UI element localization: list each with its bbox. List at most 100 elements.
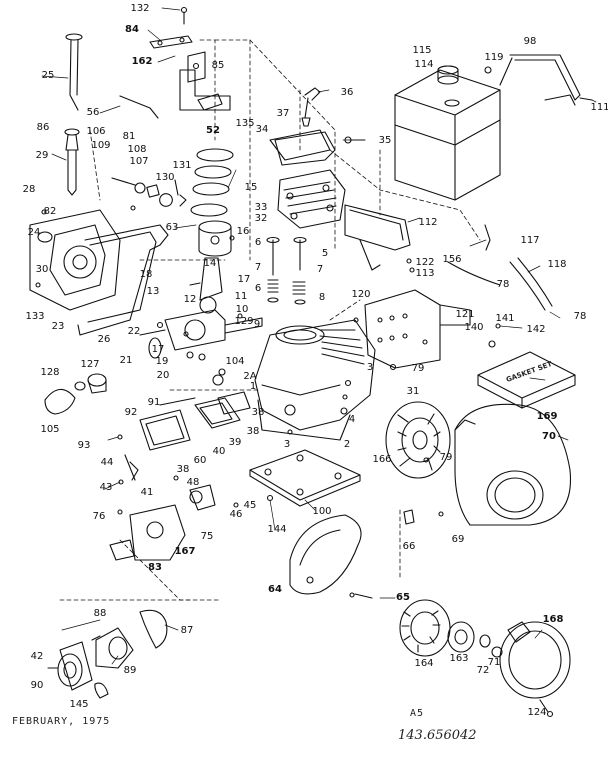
part-label-119: 119 [484, 52, 504, 63]
part-label-72: 72 [476, 665, 490, 676]
part-label-75: 75 [200, 531, 214, 542]
part-label-3b: 3 [283, 439, 291, 450]
part-label-91: 91 [147, 397, 161, 408]
part-label-14: 14 [203, 258, 217, 269]
part-label-13: 13 [146, 286, 160, 297]
part-label-36: 36 [340, 87, 354, 98]
part-label-127: 127 [80, 359, 100, 370]
part-label-164: 164 [414, 658, 434, 669]
part-label-166: 166 [372, 454, 392, 465]
part-label-63: 63 [165, 222, 179, 233]
connecting-rod [189, 257, 223, 314]
control-bracket-assembly [149, 6, 231, 111]
part-label-70: 70 [542, 431, 556, 442]
fuel-tank [394, 65, 501, 201]
part-label-88: 88 [93, 608, 107, 619]
crankcase-cover [29, 209, 169, 336]
part-label-145: 145 [69, 699, 89, 710]
part-label-104: 104 [225, 356, 245, 367]
part-label-162: 162 [131, 56, 153, 67]
part-label-98: 98 [523, 36, 537, 47]
part-label-38c: 38 [176, 464, 190, 475]
part-label-156: 156 [442, 254, 462, 265]
part-label-87: 87 [180, 625, 194, 636]
part-label-25: 25 [41, 70, 55, 81]
part-label-17a: 17 [237, 274, 251, 285]
part-label-83: 83 [148, 562, 162, 573]
part-label-10: 10 [235, 304, 249, 315]
part-label-144: 144 [267, 524, 287, 535]
part-label-34: 34 [255, 124, 269, 135]
housing-bracket [364, 289, 471, 369]
part-label-169: 169 [536, 411, 558, 422]
part-label-85: 85 [211, 60, 225, 71]
piston [198, 220, 232, 257]
part-label-82: 82 [43, 206, 57, 217]
part-label-71: 71 [487, 657, 501, 668]
part-label-69: 69 [451, 534, 465, 545]
part-label-1: 1 [249, 381, 257, 392]
part-label-106: 106 [86, 126, 106, 137]
gasket-set-box [477, 351, 576, 409]
part-label-76: 76 [92, 511, 106, 522]
part-label-115: 115 [412, 45, 432, 56]
part-label-84: 84 [125, 24, 139, 35]
part-label-78a: 78 [496, 279, 510, 290]
part-label-140: 140 [464, 322, 484, 333]
part-label-79a: 79 [411, 363, 425, 374]
part-label-31: 31 [406, 386, 420, 397]
part-label-90: 90 [30, 680, 44, 691]
part-label-44: 44 [100, 457, 114, 468]
part-label-133: 133 [25, 311, 45, 322]
part-label-120: 120 [351, 289, 371, 300]
footer-page-code: A5 [410, 708, 425, 719]
part-label-43: 43 [99, 482, 113, 493]
part-label-38a: 38 [251, 407, 265, 418]
assembly-dashed-lines [59, 39, 481, 601]
part-label-15: 15 [244, 182, 258, 193]
part-label-113: 113 [415, 268, 435, 279]
part-label-111: 111 [590, 102, 608, 113]
part-label-4: 4 [348, 414, 356, 425]
part-label-6: 6 [254, 237, 262, 248]
part-label-6b: 6 [254, 283, 262, 294]
part-label-118: 118 [547, 259, 567, 270]
part-label-60: 60 [193, 455, 207, 466]
part-label-28: 28 [22, 184, 36, 195]
part-label-122: 122 [415, 257, 435, 268]
part-label-9: 9 [253, 319, 261, 330]
part-label-7a: 7 [254, 262, 262, 273]
part-label-38b: 38 [246, 426, 260, 437]
part-label-17b: 17 [151, 344, 165, 355]
part-label-3: 3 [366, 362, 374, 373]
part-label-131: 131 [172, 160, 192, 171]
part-label-40: 40 [212, 446, 226, 457]
part-label-129: 129 [234, 316, 254, 327]
part-label-41: 41 [140, 487, 154, 498]
part-label-128: 128 [40, 367, 60, 378]
part-label-19: 19 [155, 356, 169, 367]
part-label-42: 42 [30, 651, 44, 662]
blower-housing [454, 403, 572, 526]
part-label-93: 93 [77, 440, 91, 451]
part-label-65: 65 [396, 592, 410, 603]
part-label-30: 30 [35, 264, 49, 275]
part-label-142: 142 [526, 324, 546, 335]
part-label-12: 12 [183, 294, 197, 305]
part-label-108: 108 [127, 144, 147, 155]
part-label-11: 11 [234, 291, 248, 302]
starter-assembly [354, 593, 571, 718]
part-label-100: 100 [312, 506, 332, 517]
part-label-48: 48 [186, 477, 200, 488]
lower-shroud [289, 514, 362, 595]
cylinder-block [254, 319, 376, 441]
footer-date: FEBRUARY, 1975 [12, 716, 111, 727]
dipstick-assembly [64, 33, 159, 196]
valves-and-springs [266, 236, 307, 305]
part-label-45: 45 [243, 500, 257, 511]
piston-rings [190, 148, 234, 217]
part-label-32: 32 [254, 213, 268, 224]
part-label-121: 121 [455, 309, 475, 320]
part-label-46: 46 [229, 509, 243, 520]
